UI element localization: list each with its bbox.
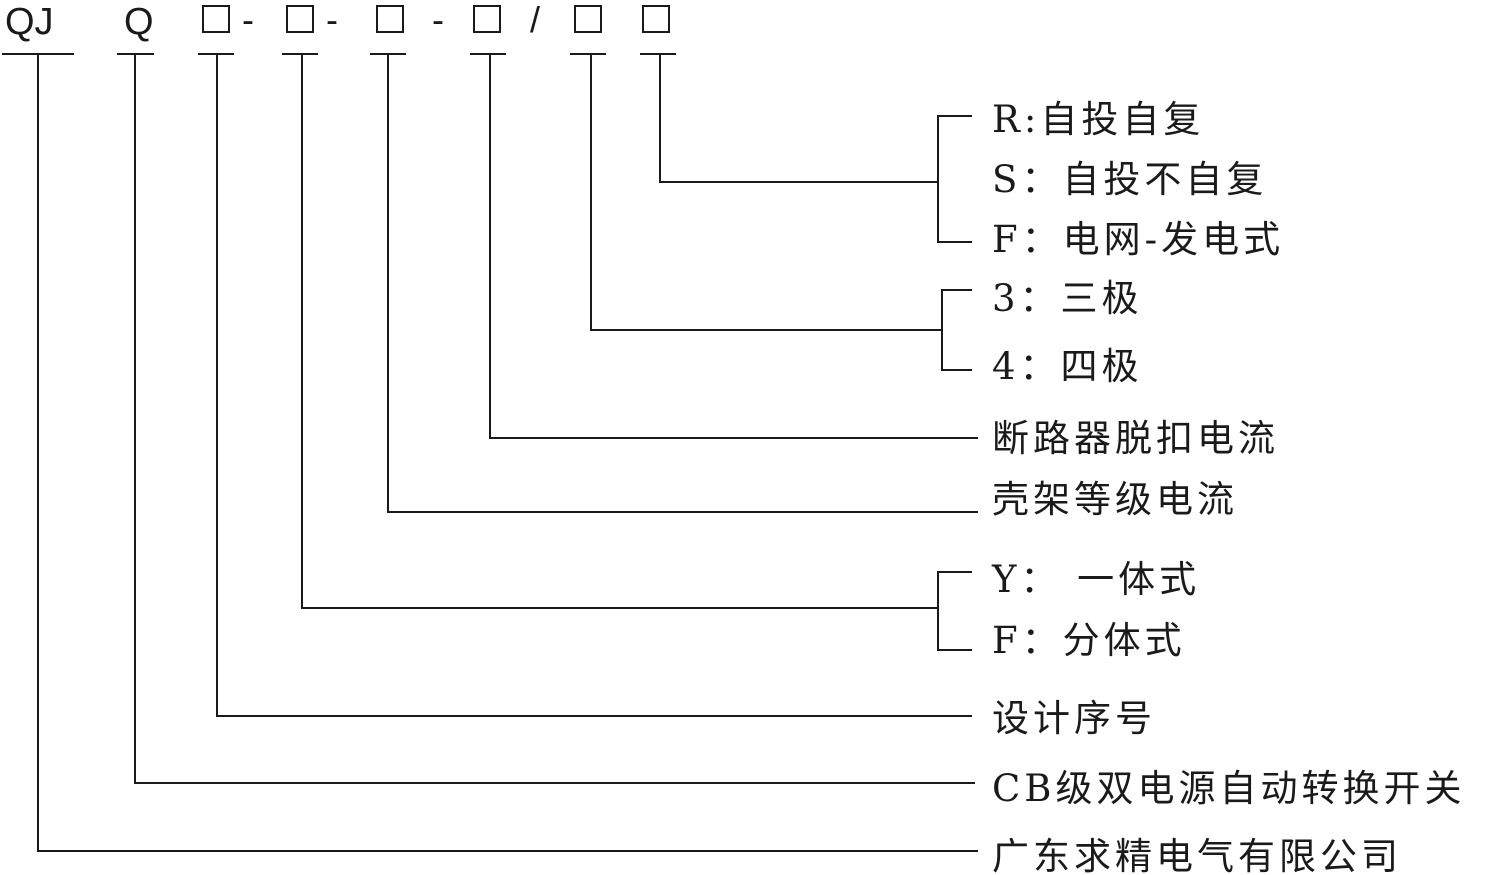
labels: R:自投自复 S：自投不自复 F：电网-发电式 3：三极 4：四极 断路器脱扣电…: [991, 98, 1466, 875]
code-slot-mode-box: [642, 5, 670, 33]
code-letter-q: Q: [124, 1, 154, 43]
bracket-poles: [941, 289, 972, 371]
connector-mode: [659, 54, 938, 183]
label-frame-current: 壳架等级电流: [992, 478, 1238, 521]
label-trip-current: 断路器脱扣电流: [992, 417, 1279, 460]
bracket-type: [937, 571, 972, 651]
label-poles-3: 3：三极: [992, 277, 1143, 320]
label-type-y: Y： 一体式: [991, 558, 1200, 601]
code-dash-2: -: [326, 0, 338, 40]
label-poles-4: 4：四极: [992, 345, 1143, 388]
code-slot-design-box: [202, 5, 230, 33]
label-type-f: F：分体式: [992, 619, 1186, 662]
label-mode-s: S：自投不自复: [992, 158, 1267, 201]
label-mode-r: R:自投自复: [992, 98, 1204, 141]
connector-poles: [590, 54, 942, 331]
code-slot-poles-box: [574, 5, 602, 33]
label-company: 广东求精电气有限公司: [992, 835, 1402, 875]
connector-cb: [134, 54, 975, 784]
code-prefix-qj: QJ: [5, 1, 54, 43]
bracket-mode: [937, 115, 972, 243]
code-dash-3: -: [432, 0, 444, 40]
connector-type: [301, 54, 938, 609]
connector-company: [37, 54, 978, 852]
label-mode-f: F：电网-发电式: [992, 218, 1284, 261]
code-slot-type-box: [286, 5, 314, 33]
connector-frame: [387, 54, 978, 513]
label-cb-level: CB级双电源自动转换开关: [992, 767, 1466, 810]
code-slot-frame-box: [376, 5, 404, 33]
code-slash: /: [530, 0, 540, 40]
connector-lines: [37, 54, 978, 852]
connector-design: [216, 54, 972, 717]
connector-trip: [489, 54, 978, 439]
code-slot-trip-box: [473, 5, 501, 33]
label-design-sequence: 设计序号: [992, 697, 1156, 740]
code-dash-1: -: [242, 0, 254, 40]
model-code-header: QJ Q - - - /: [5, 0, 670, 43]
